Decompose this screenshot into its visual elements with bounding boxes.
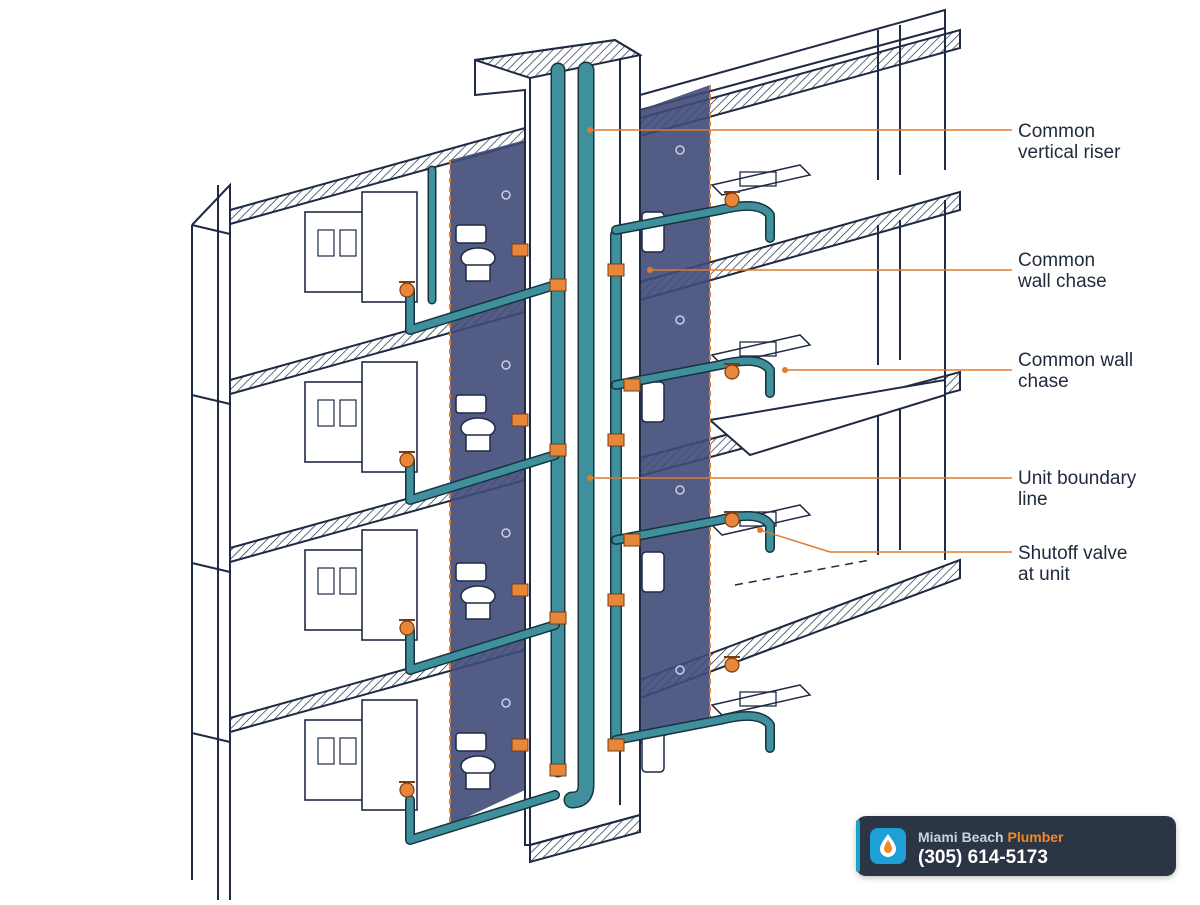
- callout-common-wall-chase: Common wall chase: [1018, 250, 1107, 292]
- badge-accent-bar: [856, 820, 860, 872]
- shutoff-valve-5: [724, 192, 740, 208]
- kitchen-cabinet-1: [304, 211, 366, 293]
- brand-prefix: Miami Beach: [918, 829, 1004, 845]
- right-sink-basin-4: [739, 691, 777, 707]
- cabinet-door-a-2: [317, 399, 335, 427]
- kitchen-cabinet-3: [304, 549, 366, 631]
- pipe-fitting-10: [511, 413, 529, 427]
- shower-head-3: [501, 528, 511, 538]
- pipe-fitting-6: [607, 433, 625, 447]
- callout-common-wall-chase-2: Common wall chase: [1018, 350, 1134, 392]
- right-shower-head-2: [675, 315, 685, 325]
- cabinet-door-a-3: [317, 567, 335, 595]
- leader-dot-2: [647, 267, 653, 273]
- pipe-fitting-3: [549, 611, 567, 625]
- left-building-wall: [191, 182, 231, 900]
- pipe-fitting-8: [607, 738, 625, 752]
- toilet-tank-3: [455, 562, 487, 582]
- shutoff-valve-2: [399, 452, 415, 468]
- cabinet-door-a-4: [317, 737, 335, 765]
- plumbing-pipes: [399, 61, 775, 845]
- cabinet-door-a-1: [317, 229, 335, 257]
- right-branch-4: [612, 712, 774, 752]
- shower-head-2: [501, 360, 511, 370]
- callout-unit-boundary-line: Unit boundary line: [1018, 468, 1137, 510]
- shutoff-valve-6: [724, 364, 740, 380]
- kitchen-cabinet-4: [304, 719, 366, 801]
- main-riser-2: [565, 63, 593, 807]
- brand-badge[interactable]: Miami Beach Plumber (305) 614-5173: [856, 816, 1176, 876]
- leader-dot-4: [587, 475, 593, 481]
- left-branch-1: [406, 281, 559, 334]
- right-branch-1: [612, 202, 774, 242]
- toilet-tank-1: [455, 224, 487, 244]
- toilet-base-3: [465, 602, 491, 620]
- shutoff-valve-3: [399, 620, 415, 636]
- right-sink-basin-1: [739, 171, 777, 187]
- pipe-fitting-11: [511, 583, 529, 597]
- right-sink-counter-4: [710, 684, 812, 716]
- left-branch-4: [406, 791, 559, 844]
- pipe-fitting-1: [549, 278, 567, 292]
- shutoff-valve-8: [724, 657, 740, 673]
- shower-head-1: [501, 190, 511, 200]
- cabinet-door-b-3: [339, 567, 357, 595]
- brand-phone[interactable]: (305) 614-5173: [918, 847, 1048, 868]
- right-sink-basin-2: [739, 341, 777, 357]
- pipe-fitting-12: [511, 738, 529, 752]
- toilet-tank-4: [455, 732, 487, 752]
- toilet-base-1: [465, 264, 491, 282]
- left-slab-edge-1: [191, 224, 231, 235]
- shutoff-valve-7: [724, 512, 740, 528]
- right-shower-head-3: [675, 485, 685, 495]
- right-sink-counter-1: [710, 164, 812, 196]
- pipe-fitting-13: [623, 378, 641, 392]
- left-slab-edge-2: [191, 394, 231, 405]
- leader-dot-3: [782, 367, 788, 373]
- pipe-fitting-5: [607, 263, 625, 277]
- right-shower-head-1: [675, 145, 685, 155]
- right-counter-shelf: [707, 378, 946, 457]
- leader-dot-5: [757, 527, 763, 533]
- shutoff-valve-4: [399, 782, 415, 798]
- pipe-fitting-7: [607, 593, 625, 607]
- shutoff-valve-1: [399, 282, 415, 298]
- toilet-base-4: [465, 772, 491, 790]
- right-branch-2: [612, 357, 774, 397]
- callout-common-vertical-riser: Common vertical riser: [1018, 121, 1121, 163]
- left-slab-edge-3: [191, 562, 231, 573]
- cabinet-door-b-1: [339, 229, 357, 257]
- cabinet-door-b-2: [339, 399, 357, 427]
- right-floor-slabs: [639, 28, 961, 700]
- cabinet-door-b-4: [339, 737, 357, 765]
- toilet-base-2: [465, 434, 491, 452]
- right-toilet-2: [641, 381, 665, 423]
- callout-shutoff-valve: Shutoff valve at unit: [1018, 543, 1128, 585]
- right-dashed-line: [734, 559, 871, 586]
- pipe-fitting-2: [549, 443, 567, 457]
- right-branch-3: [612, 512, 774, 552]
- shower-head-4: [501, 698, 511, 708]
- pipe-fitting-9: [511, 243, 529, 257]
- water-drop-icon: [870, 828, 906, 864]
- left-branch-3: [406, 621, 559, 674]
- right-toilet-3: [641, 551, 665, 593]
- left-slab-edge-4: [191, 732, 231, 743]
- pipe-fitting-4: [549, 763, 567, 777]
- brand-accent: Plumber: [1007, 829, 1064, 845]
- leader-dot-1: [587, 127, 593, 133]
- right-shower-head-4: [675, 665, 685, 675]
- left-branch-2: [406, 451, 559, 504]
- leader-line-5: [759, 529, 1012, 553]
- callout-leaders: [587, 127, 1012, 553]
- toilet-tank-2: [455, 394, 487, 414]
- pipe-fitting-14: [623, 533, 641, 547]
- brand-name: Miami Beach Plumber: [918, 829, 1064, 845]
